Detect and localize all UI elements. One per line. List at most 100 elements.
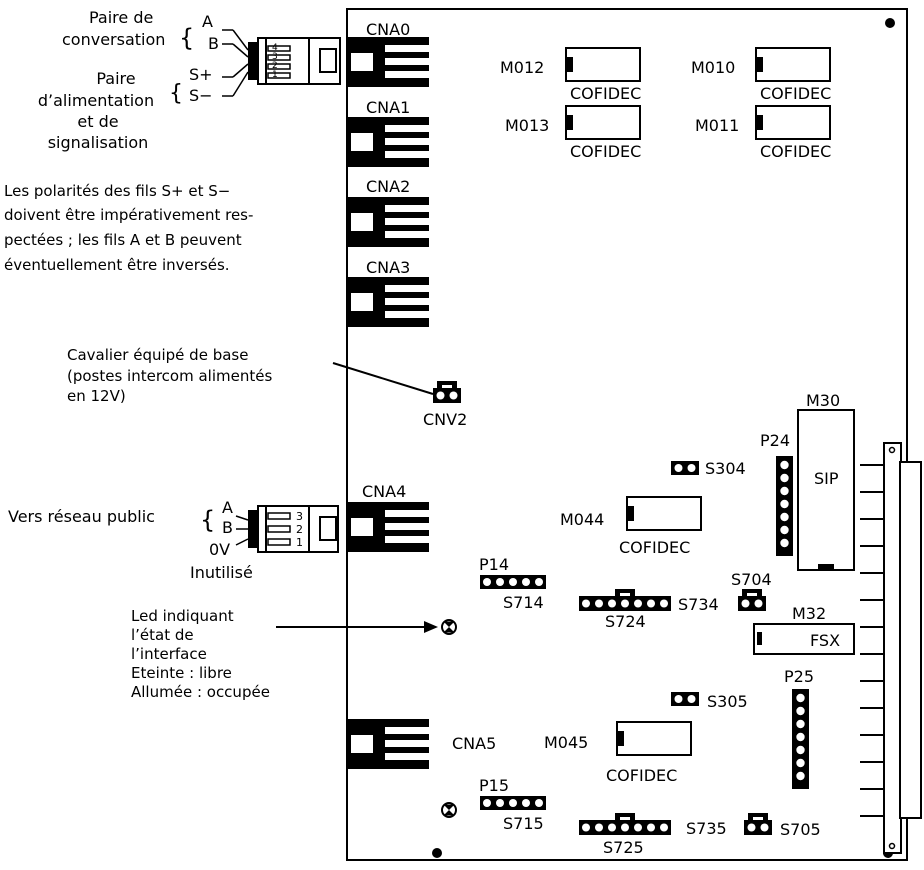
pin-4: 4 xyxy=(272,43,278,53)
public-wire-a-label: A xyxy=(222,498,233,517)
m32-type: FSX xyxy=(810,631,840,650)
connector-cna2 xyxy=(347,197,429,247)
connector-cna0 xyxy=(347,37,429,87)
cnv2-label: CNV2 xyxy=(423,410,467,429)
led-indicator xyxy=(441,802,457,818)
s704-label: S704 xyxy=(731,570,772,589)
chip-m32 xyxy=(753,623,855,655)
wire-sminus-label: S− xyxy=(189,86,213,105)
cna1-label: CNA1 xyxy=(366,98,410,117)
m044-type: COFIDEC xyxy=(619,538,690,557)
m011-label: M011 xyxy=(695,116,739,135)
header-p15 xyxy=(480,796,546,810)
cna0-label: CNA0 xyxy=(366,20,410,39)
jumper-cnv2 xyxy=(433,381,461,403)
plug-conversation xyxy=(222,29,341,97)
s705-label: S705 xyxy=(780,820,821,839)
m011-type: COFIDEC xyxy=(760,142,831,161)
chip-m30 xyxy=(797,409,855,571)
s714-label: S714 xyxy=(503,593,544,612)
public-wire-b-label: B xyxy=(222,518,233,537)
m010-type: COFIDEC xyxy=(760,84,831,103)
m045-label: M045 xyxy=(544,733,588,752)
connector-cna4 xyxy=(347,502,429,552)
chip-m012 xyxy=(565,47,641,82)
chip-m013 xyxy=(565,105,641,140)
polarity-note-line2: doivent être impérativement res- xyxy=(4,206,253,224)
jumper-s305 xyxy=(671,692,699,706)
led-note-line5: Allumée : occupée xyxy=(131,683,270,701)
polarity-note-line1: Les polarités des fils S+ et S− xyxy=(4,182,230,200)
m30-type: SIP xyxy=(814,469,839,488)
jumper-s704 xyxy=(738,589,766,611)
jumper-s705 xyxy=(744,813,772,835)
m30-label: M30 xyxy=(806,391,840,410)
pair-power-line1: Paire xyxy=(96,69,135,88)
polarity-note-line3: pectées ; les fils A et B peuvent xyxy=(4,231,242,249)
led-note-line3: l’interface xyxy=(131,645,207,663)
wire-b-label: B xyxy=(208,34,219,53)
pin-2: 2 xyxy=(272,61,278,71)
pair-power-line4: signalisation xyxy=(48,133,149,152)
p25-label: P25 xyxy=(784,667,814,686)
public-pin-2: 2 xyxy=(296,523,303,536)
m013-type: COFIDEC xyxy=(570,142,641,161)
public-network-label: Vers réseau public xyxy=(8,507,155,526)
m012-type: COFIDEC xyxy=(570,84,641,103)
brace-icon: { xyxy=(200,506,215,534)
polarity-note-line4: éventuellement être inversés. xyxy=(4,256,230,274)
cavalier-pointer xyxy=(332,362,434,395)
jumper-s304 xyxy=(671,461,699,475)
board-outline xyxy=(346,8,908,861)
pair-conversation-line2: conversation xyxy=(62,30,165,49)
mounting-hole xyxy=(885,18,895,28)
connector-cna3 xyxy=(347,277,429,327)
brace-icon: { xyxy=(179,24,194,52)
m044-label: M044 xyxy=(560,510,604,529)
mounting-hole xyxy=(432,848,442,858)
pin-1: 1 xyxy=(272,70,278,80)
wire-a-label: A xyxy=(202,12,213,31)
brace-icon: { xyxy=(169,81,183,106)
wire-splus-label: S+ xyxy=(189,65,213,84)
s305-label: S305 xyxy=(707,692,748,711)
pin-3: 3 xyxy=(272,52,278,62)
chip-m010 xyxy=(755,47,831,82)
chip-m045 xyxy=(616,721,692,756)
s724-label: S724 xyxy=(605,612,646,631)
s304-label: S304 xyxy=(705,459,746,478)
chip-m011 xyxy=(755,105,831,140)
p14-label: P14 xyxy=(479,555,509,574)
public-wire-0v-label: 0V xyxy=(209,540,230,559)
public-pin-3: 3 xyxy=(296,510,303,523)
m32-label: M32 xyxy=(792,604,826,623)
cna5-label: CNA5 xyxy=(452,734,496,753)
jumper-s725 xyxy=(579,813,671,835)
public-pin-1: 1 xyxy=(296,536,303,549)
cna3-label: CNA3 xyxy=(366,258,410,277)
m013-label: M013 xyxy=(505,116,549,135)
edge-connector xyxy=(860,442,922,854)
s735-label: S735 xyxy=(686,819,727,838)
led-pointer-arrow xyxy=(276,621,438,633)
s715-label: S715 xyxy=(503,814,544,833)
jumper-s724 xyxy=(579,589,671,611)
cavalier-note-line2: (postes intercom alimentés xyxy=(67,367,272,385)
header-p14 xyxy=(480,575,546,589)
cavalier-note-line1: Cavalier équipé de base xyxy=(67,346,248,364)
pair-power-line2: d’alimentation xyxy=(38,91,154,110)
connector-cna1 xyxy=(347,117,429,167)
s734-label: S734 xyxy=(678,595,719,614)
m045-type: COFIDEC xyxy=(606,766,677,785)
s725-label: S725 xyxy=(603,838,644,857)
cavalier-note-line3: en 12V) xyxy=(67,387,126,405)
header-p24 xyxy=(776,456,793,556)
chip-m044 xyxy=(626,496,702,531)
led-note-line4: Eteinte : libre xyxy=(131,664,232,682)
led-note-line2: l’état de xyxy=(131,626,194,644)
pair-conversation-line1: Paire de xyxy=(89,8,153,27)
pair-power-line3: et de xyxy=(77,112,118,131)
led-note-line1: Led indiquant xyxy=(131,607,234,625)
cna4-label: CNA4 xyxy=(362,482,406,501)
